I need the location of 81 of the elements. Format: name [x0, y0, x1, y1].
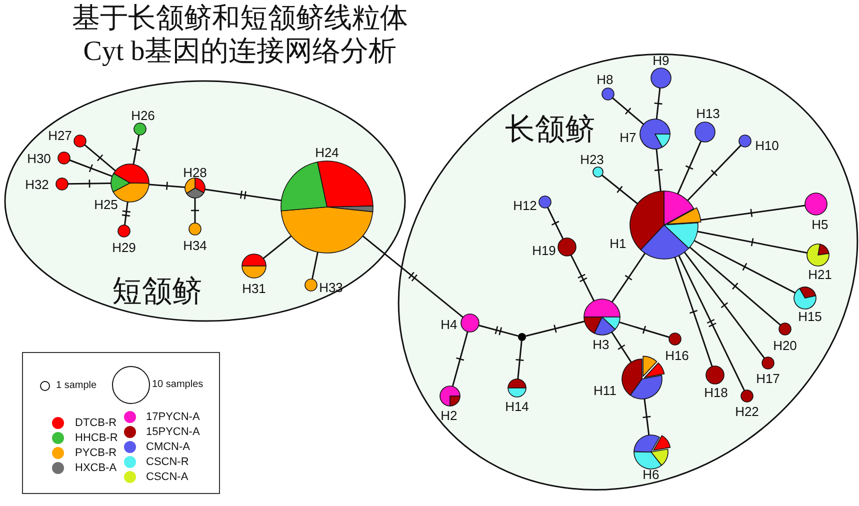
network-link — [674, 256, 713, 367]
haplotype-label: H27 — [47, 128, 73, 142]
network-link — [546, 207, 564, 240]
network-link — [204, 188, 282, 202]
network-link — [526, 320, 585, 337]
haplotype-label: H5 — [810, 216, 830, 232]
haplotype-label: H19 — [531, 242, 557, 258]
network-link — [570, 254, 595, 302]
network-link — [684, 252, 765, 359]
legend-label: 1 sample — [56, 379, 97, 393]
haplotype-label: H2 — [440, 408, 458, 422]
network-link — [689, 246, 781, 326]
haplotype-label: H12 — [512, 198, 538, 212]
legend-label: 10 samples — [152, 378, 204, 392]
haplotype-label: H26 — [130, 108, 156, 122]
network-link — [311, 252, 318, 280]
network-link — [69, 159, 112, 177]
legend-label: CMCN-A — [146, 440, 190, 454]
haplotype-label: H10 — [754, 138, 780, 152]
legend-label: 17PYCN-A — [146, 410, 200, 424]
network-link — [148, 184, 186, 188]
haplotype-label: H29 — [111, 240, 137, 254]
network-link — [678, 255, 746, 391]
network-link — [656, 88, 661, 120]
haplotype-label: H34 — [182, 238, 208, 252]
haplotype-label: H25 — [93, 196, 119, 212]
network-link — [194, 198, 196, 223]
haplotype-label: H31 — [241, 280, 267, 296]
network-link — [601, 174, 638, 204]
haplotype-label: H15 — [797, 308, 823, 324]
network-link — [611, 332, 632, 363]
legend-label: CSCN-A — [146, 470, 188, 484]
haplotype-label: H16 — [664, 348, 690, 362]
haplotype-label: H24 — [314, 144, 340, 160]
network-link — [687, 144, 742, 202]
haplotype-label: H17 — [755, 370, 781, 386]
haplotype-label: H21 — [807, 266, 833, 282]
legend-label: HXCB-A — [75, 461, 117, 475]
network-link — [644, 398, 650, 436]
network-link — [452, 331, 468, 387]
haplotype-label: H23 — [579, 152, 605, 166]
network-link — [694, 240, 796, 294]
haplotype-label: H9 — [652, 52, 670, 68]
network-link — [697, 230, 808, 254]
network-link — [517, 340, 522, 380]
haplotype-label: H1 — [608, 236, 628, 250]
haplotype-label: H18 — [703, 384, 729, 400]
haplotype-label: H4 — [440, 316, 458, 332]
network-link — [611, 252, 646, 302]
network-link — [478, 324, 518, 337]
network-link — [84, 144, 116, 172]
network-link — [619, 321, 670, 338]
group-label: 短颔鲚 — [112, 275, 202, 309]
legend-label: DTCB-R — [75, 416, 117, 430]
network-link — [656, 148, 662, 192]
haplotype-label: H7 — [618, 130, 638, 144]
network-link — [68, 182, 112, 185]
legend-label: 15PYCN-A — [146, 425, 200, 439]
haplotype-label: H13 — [695, 106, 721, 120]
legend-label: PYCB-R — [75, 446, 117, 460]
network-link — [362, 235, 464, 318]
legend-label: HHCB-R — [75, 431, 118, 445]
legend-label: CSCN-R — [146, 455, 189, 469]
haplotype-label: H28 — [182, 164, 208, 180]
haplotype-label: H33 — [318, 280, 344, 294]
haplotype-label: H30 — [26, 150, 52, 166]
group-label: 长颔鲚 — [505, 113, 595, 147]
network-link — [677, 140, 702, 194]
haplotype-label: H22 — [734, 404, 760, 418]
haplotype-label: H3 — [592, 336, 610, 352]
haplotype-label: H8 — [596, 72, 614, 86]
haplotype-label: H6 — [642, 466, 660, 482]
network-link — [132, 134, 140, 164]
haplotype-label: H11 — [592, 382, 618, 398]
haplotype-label: H32 — [24, 176, 50, 192]
haplotype-label: H20 — [772, 338, 798, 352]
network-link — [612, 97, 644, 125]
haplotype-label: H14 — [504, 398, 530, 414]
title: 基于长颔鲚和短颔鲚线粒体Cyt b基因的连接网络分析 — [71, 2, 409, 68]
network-link — [262, 235, 292, 260]
network-link — [124, 202, 128, 226]
